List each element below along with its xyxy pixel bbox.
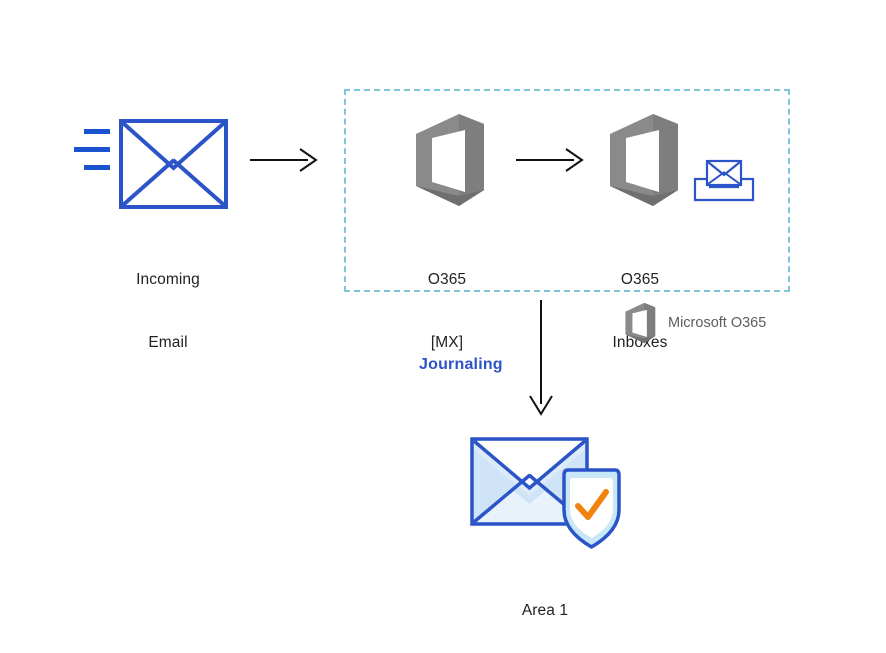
office365-logo-icon (610, 114, 678, 206)
o365-bottom-shade (625, 334, 656, 344)
speed-line-top (84, 129, 110, 134)
inbox-tray-badge (693, 157, 755, 203)
o365-inner-page (626, 130, 659, 192)
arrow-head (299, 148, 318, 172)
arrow-head (529, 395, 553, 416)
area1-caption-line1: Area 1 (521, 602, 569, 619)
edge-mx-to-inboxes (516, 146, 588, 174)
edge-inboxes-to-area1 (524, 300, 558, 418)
o365-inboxes-caption-line2: Inboxes (612, 334, 668, 351)
o365-bottom-shade (416, 186, 484, 206)
legend-label: Microsoft O365 (668, 315, 767, 331)
o365-right-face (644, 302, 656, 344)
arrow-head (565, 148, 584, 172)
o365-mx-caption-line1: O365 (427, 271, 467, 288)
inbox-envelope-flap (707, 161, 741, 177)
o365-mx-node (404, 112, 490, 208)
area1-envelope-diagonal-left (472, 473, 532, 524)
area1-envelope-flap-line (472, 439, 587, 491)
area1-shield-checkmark-icon (575, 489, 609, 520)
o365-inboxes-caption: O365 Inboxes (560, 227, 720, 395)
o365-boundary-region (344, 89, 790, 292)
o365-mx-caption-line2: [MX] (430, 334, 464, 351)
incoming-email-node (70, 118, 230, 210)
o365-inner-page (432, 130, 465, 192)
secure-email-shield-icon (470, 437, 621, 549)
speed-line-middle (74, 147, 110, 152)
edge-incoming-to-mx (250, 146, 322, 174)
incoming-email-caption: Incoming Email (88, 227, 248, 395)
envelope-diagonal-right (171, 158, 226, 207)
o365-bottom-shade (610, 186, 678, 206)
journaling-edge-label: Journaling (419, 356, 503, 373)
envelope-flap (121, 121, 226, 171)
incoming-email-caption-line2: Email (148, 334, 188, 351)
incoming-envelope-icon (74, 119, 228, 209)
incoming-email-caption-line1: Incoming (136, 271, 200, 288)
o365-inboxes-caption-line1: O365 (620, 271, 660, 288)
inbox-envelope-diagonal-right (722, 171, 741, 185)
envelope-diagonal-left (121, 158, 176, 207)
o365-right-face (459, 114, 484, 206)
legend-o365-logo (620, 302, 658, 344)
o365-right-face (653, 114, 678, 206)
o365-mx-caption: O365 [MX] (367, 227, 527, 395)
office365-logo-icon (625, 302, 656, 344)
inbox-tray-envelope-icon (693, 159, 755, 202)
area1-envelope-flap-white (474, 441, 585, 488)
inbox-envelope-diagonal-left (707, 171, 726, 185)
speed-line-bottom (84, 165, 110, 170)
area1-node (467, 434, 629, 552)
area1-envelope-bottom-strip (474, 491, 585, 522)
office365-logo-icon (416, 114, 484, 206)
area1-caption: Area 1 email security (465, 558, 625, 653)
o365-inner-page (632, 309, 647, 337)
o365-inboxes-node (598, 112, 684, 208)
